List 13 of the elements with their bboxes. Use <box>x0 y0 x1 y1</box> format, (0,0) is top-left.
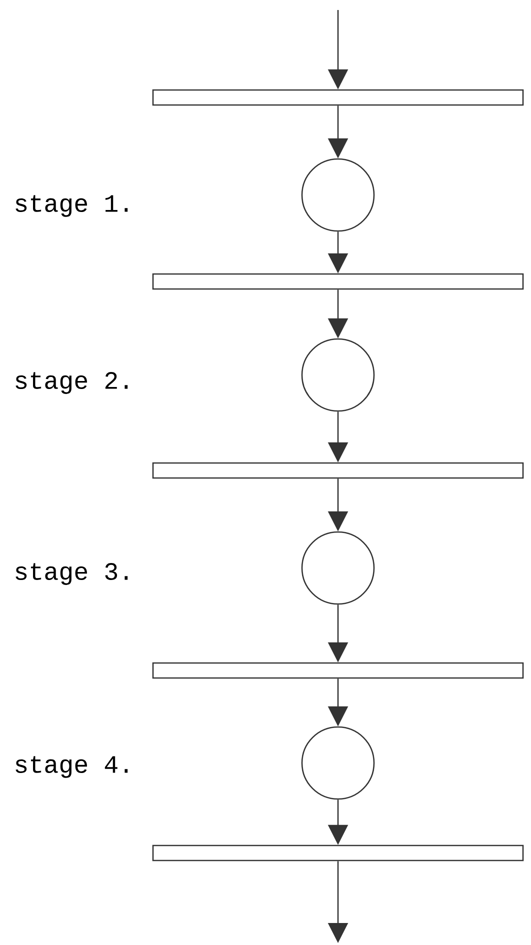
circle-node <box>301 726 375 800</box>
circle-node <box>301 158 375 232</box>
bar-box <box>152 844 524 862</box>
circle-node <box>301 338 375 412</box>
circle-node <box>301 531 375 605</box>
stage-label: stage 1. <box>16 195 128 217</box>
stage-label: stage 2. <box>16 372 128 394</box>
stage-label: stage 4. <box>16 756 128 778</box>
stage-label: stage 3. <box>16 563 128 585</box>
bar-box <box>152 462 524 479</box>
bar-box <box>152 89 524 106</box>
bar-box <box>152 662 524 679</box>
bar-box <box>152 273 524 290</box>
